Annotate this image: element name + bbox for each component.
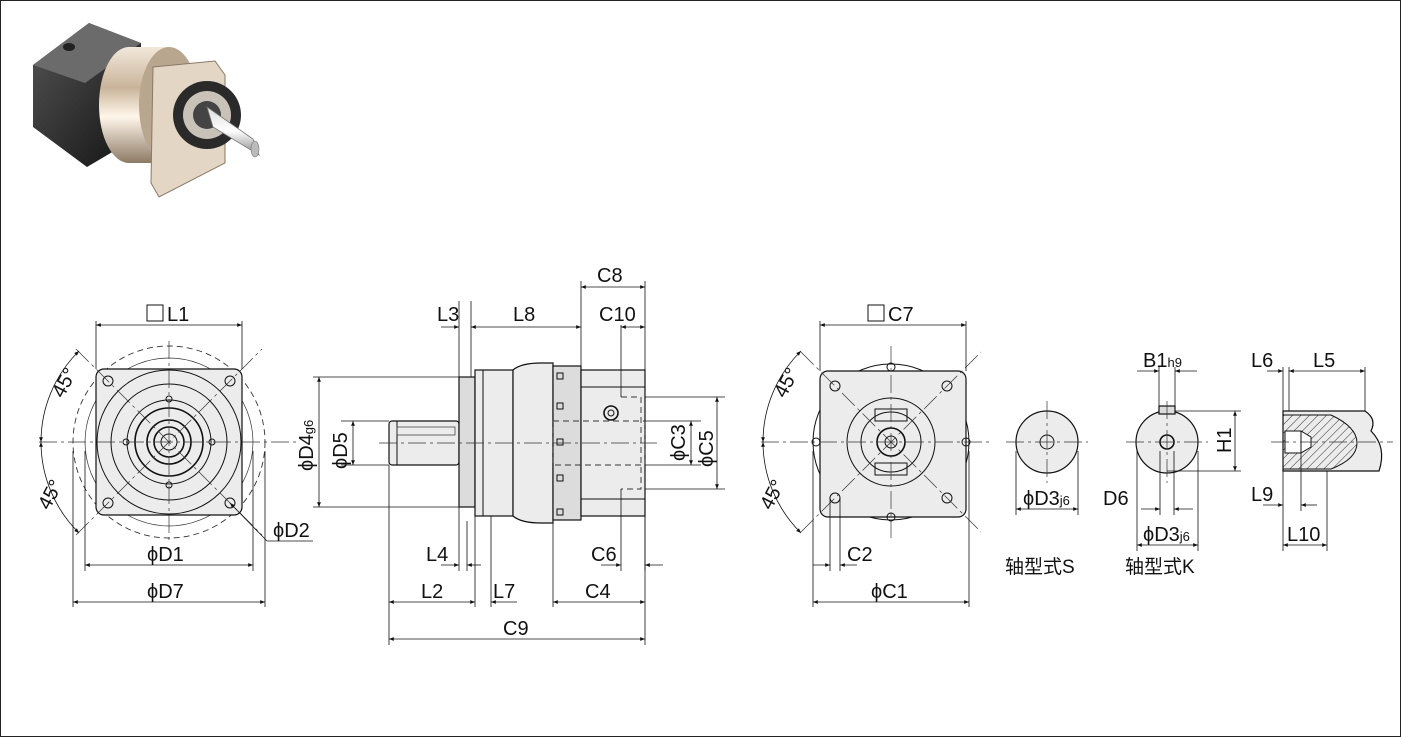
label-d2-text: D2 <box>284 520 310 542</box>
label-h1: H1 <box>1214 427 1236 453</box>
phi-symbol: ϕ <box>147 544 158 566</box>
label-l4: L4 <box>426 544 448 566</box>
angle-label-4: 45° <box>756 476 790 513</box>
label-d4-tolerance: g6 <box>301 420 316 434</box>
gearbox-photo <box>33 23 260 198</box>
phi-symbol: ϕ <box>147 581 158 603</box>
label-c5: ϕC5 <box>696 430 718 467</box>
label-l1: L1 <box>146 304 189 326</box>
label-c5-text: C5 <box>696 430 718 456</box>
label-d3-s-tolerance: j6 <box>1059 493 1070 508</box>
label-d3-k-tolerance: j6 <box>1179 529 1190 544</box>
label-l3: L3 <box>437 304 459 326</box>
label-l9: L9 <box>1251 484 1273 506</box>
label-l6: L6 <box>1251 350 1273 372</box>
label-c6: C6 <box>591 544 617 566</box>
phi-symbol: ϕ <box>1023 488 1034 510</box>
label-b1-text: B1 <box>1143 350 1167 372</box>
caption-shaft-s: 轴型式S <box>1005 556 1075 578</box>
phi-symbol: ϕ <box>273 520 284 542</box>
label-c4: C4 <box>585 581 611 603</box>
label-d1: ϕD1 <box>147 544 184 566</box>
caption-shaft-k: 轴型式K <box>1125 556 1195 578</box>
label-d4: ϕD4g6 <box>296 420 318 471</box>
dimension-labels: L1 45° 45° ϕD1 ϕD7 ϕD2 L3 L8 C8 C10 ϕD4g… <box>34 265 1335 640</box>
phi-symbol: ϕ <box>1143 524 1154 546</box>
phi-symbol: ϕ <box>330 458 352 469</box>
phi-symbol: ϕ <box>696 456 718 467</box>
label-b1: B1h9 <box>1143 350 1182 372</box>
label-c9: C9 <box>503 618 529 640</box>
label-d5-text: D5 <box>330 432 352 458</box>
label-d2: ϕD2 <box>273 520 310 542</box>
label-d1-text: D1 <box>158 544 184 566</box>
label-c3: ϕC3 <box>668 424 690 461</box>
angle-label-3: 45° <box>770 364 804 401</box>
label-b1-tolerance: h9 <box>1167 355 1181 370</box>
label-d6: D6 <box>1103 488 1129 510</box>
label-l5: L5 <box>1313 350 1335 372</box>
label-l1-text: L1 <box>167 304 189 326</box>
shaft-end-section <box>1263 367 1393 551</box>
label-l8: L8 <box>513 304 535 326</box>
label-c3-text: C3 <box>668 424 690 450</box>
label-c7: C7 <box>867 304 914 326</box>
label-d7: ϕD7 <box>147 581 184 603</box>
phi-symbol: ϕ <box>871 581 882 603</box>
phi-symbol: ϕ <box>668 450 690 461</box>
label-c2: C2 <box>847 544 873 566</box>
label-c10: C10 <box>599 304 636 326</box>
shaft-s-view <box>1006 401 1088 515</box>
label-c8: C8 <box>597 265 623 287</box>
shaft-k-view <box>1126 367 1241 551</box>
label-l2: L2 <box>421 581 443 603</box>
label-d3-k: ϕD3j6 <box>1143 524 1190 546</box>
angle-label-1: 45° <box>48 364 82 401</box>
label-d3-s-text: D3 <box>1034 488 1060 510</box>
label-c7-text: C7 <box>888 304 914 326</box>
label-l7: L7 <box>493 581 515 603</box>
angle-label-2: 45° <box>34 476 68 513</box>
square-symbol <box>146 304 164 322</box>
square-symbol <box>867 304 885 322</box>
side-view <box>313 281 725 645</box>
label-c1-text: C1 <box>882 581 908 603</box>
label-l10: L10 <box>1287 524 1320 546</box>
flange-front-view <box>39 321 313 607</box>
label-d3-s: ϕD3j6 <box>1023 488 1070 510</box>
label-d7-text: D7 <box>158 581 184 603</box>
label-c1: ϕC1 <box>871 581 908 603</box>
input-flange-view <box>761 321 991 607</box>
phi-symbol: ϕ <box>296 460 318 471</box>
label-d5: ϕD5 <box>330 432 352 469</box>
label-d3-k-text: D3 <box>1154 524 1180 546</box>
label-d4-text: D4 <box>296 434 318 460</box>
